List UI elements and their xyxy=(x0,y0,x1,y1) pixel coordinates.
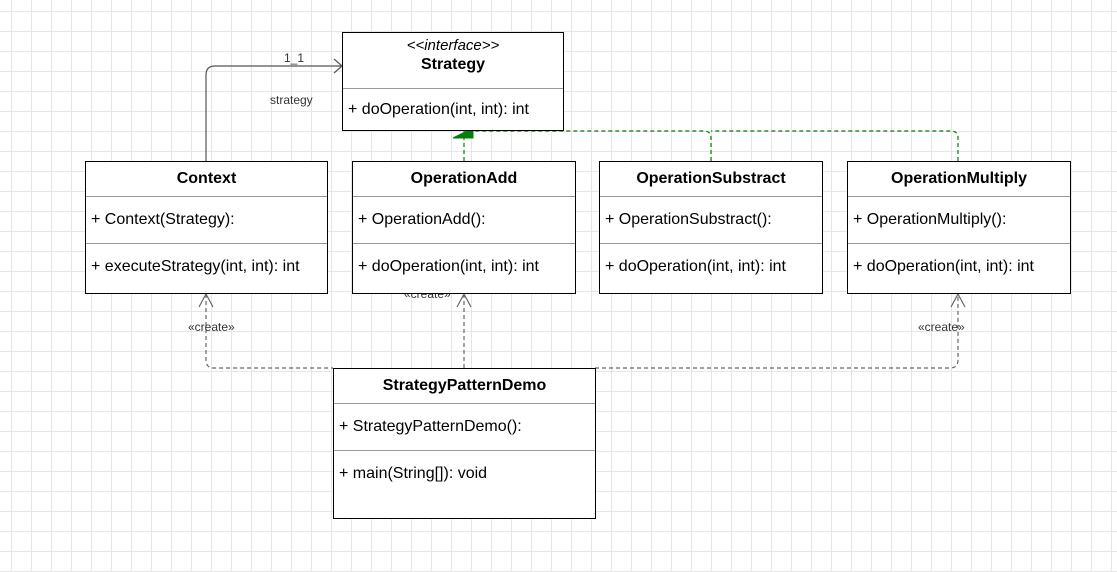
context-class-box[interactable]: Context + Context(Strategy): + executeSt… xyxy=(85,161,328,294)
create-dependency-lines[interactable] xyxy=(205,294,959,369)
strategy-operation: + doOperation(int, int): int xyxy=(348,101,529,118)
role-label-strategy: strategy xyxy=(270,93,313,107)
interface-stereotype: <<interface>> xyxy=(406,37,500,54)
operation-add-class-box[interactable]: OperationAdd + OperationAdd(): + doOpera… xyxy=(352,161,576,294)
demo-operation: + main(String[]): void xyxy=(339,465,488,482)
create-label-multiply: «create» xyxy=(918,320,965,334)
operation-substract-constructor: + OperationSubstract(): xyxy=(600,197,822,244)
strategy-header: <<interface>> Strategy xyxy=(343,33,563,89)
operation-add-title: OperationAdd xyxy=(353,162,575,197)
operation-add-constructor: + OperationAdd(): xyxy=(353,197,575,244)
realization-lines[interactable] xyxy=(463,130,959,161)
demo-title: StrategyPatternDemo xyxy=(334,369,595,404)
operation-multiply-title: OperationMultiply xyxy=(848,162,1070,197)
context-constructor: + Context(Strategy): xyxy=(86,197,327,244)
demo-constructor: + StrategyPatternDemo(): xyxy=(334,404,595,451)
multiplicity-label: 1_1 xyxy=(284,51,305,65)
operation-multiply-class-box[interactable]: OperationMultiply + OperationMultiply():… xyxy=(847,161,1071,294)
strategy-interface-box[interactable]: <<interface>> Strategy + doOperation(int… xyxy=(342,32,564,131)
create-label-context: «create» xyxy=(188,320,235,334)
strategy-pattern-demo-class-box[interactable]: StrategyPatternDemo + StrategyPatternDem… xyxy=(333,368,596,519)
operation-add-operation: + doOperation(int, int): int xyxy=(358,258,539,275)
operation-multiply-operation: + doOperation(int, int): int xyxy=(853,258,1034,275)
operation-substract-title: OperationSubstract xyxy=(600,162,822,197)
create-arrowheads xyxy=(198,292,966,308)
association-line[interactable] xyxy=(205,65,342,161)
context-title: Context xyxy=(86,162,327,197)
strategy-title: Strategy xyxy=(420,56,486,73)
context-operation: + executeStrategy(int, int): int xyxy=(91,258,300,275)
operation-multiply-constructor: + OperationMultiply(): xyxy=(848,197,1070,244)
operation-substract-operation: + doOperation(int, int): int xyxy=(605,258,786,275)
operation-substract-class-box[interactable]: OperationSubstract + OperationSubstract(… xyxy=(599,161,823,294)
